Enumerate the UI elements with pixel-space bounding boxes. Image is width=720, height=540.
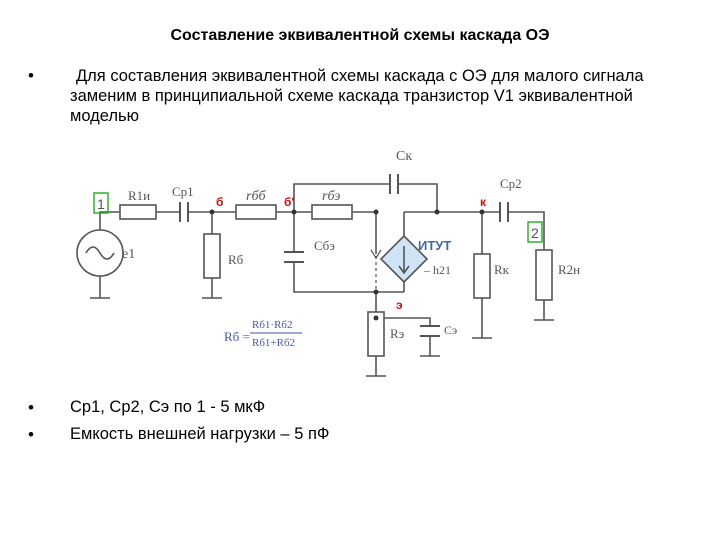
formula-denominator: Rб1+Rб2 bbox=[252, 337, 295, 349]
label-re: Rэ bbox=[390, 326, 405, 341]
bullet-marker-3: • bbox=[28, 425, 34, 444]
label-cbe: Cбэ bbox=[314, 238, 335, 253]
bullet-capacitances: Ср1, Ср2, Сэ по 1 - 5 мкФ bbox=[70, 398, 266, 416]
itut-current-source bbox=[379, 234, 429, 284]
label-e1: e1 bbox=[122, 247, 135, 262]
wire-ce-top bbox=[376, 317, 431, 326]
wire-cp2-r2n bbox=[508, 211, 545, 250]
bullet-marker-1: • bbox=[28, 66, 34, 85]
resistors bbox=[119, 204, 553, 357]
label-node-e: э bbox=[396, 298, 403, 312]
wire-ck-left bbox=[293, 183, 390, 212]
label-ce: Cэ bbox=[444, 323, 457, 337]
ac-source-e1 bbox=[76, 229, 124, 277]
resistor-rb bbox=[203, 233, 221, 279]
label-rb: Rб bbox=[228, 252, 244, 267]
wire-source-top bbox=[99, 211, 120, 230]
intro-paragraph: Для составления эквивалентной схемы каск… bbox=[70, 67, 644, 125]
resistor-r2n bbox=[535, 249, 553, 301]
capacitors bbox=[179, 174, 509, 337]
label-itut: ИТУТ bbox=[418, 238, 451, 253]
label-rbb: rбб bbox=[246, 189, 266, 204]
label-node-b: б bbox=[216, 195, 223, 209]
bullet-load-capacitance: Емкость внешней нагрузки – 5 пФ bbox=[70, 425, 330, 443]
current-direction-arrow bbox=[370, 249, 382, 290]
junction-dots bbox=[209, 209, 485, 321]
ground-symbols bbox=[90, 297, 554, 377]
label-r2n: R2н bbox=[558, 262, 580, 277]
resistor-rbb bbox=[235, 204, 277, 220]
label-rk: Rк bbox=[494, 262, 510, 277]
resistor-re bbox=[367, 311, 385, 357]
bullet-marker-2: • bbox=[28, 398, 34, 417]
port-1-box bbox=[93, 192, 109, 214]
label-ck: Cк bbox=[396, 149, 412, 164]
label-cp1: Ср1 bbox=[172, 184, 194, 199]
wire-cbe-bottom bbox=[293, 262, 376, 293]
label-cp2: Ср2 bbox=[500, 176, 522, 191]
label-h21: – h21 bbox=[423, 263, 451, 277]
label-rbe: rбэ bbox=[322, 189, 340, 204]
wire-ck-right bbox=[398, 183, 438, 212]
formula-numerator: Rб1·Rб2 bbox=[252, 319, 293, 331]
slide-title: Составление эквивалентной схемы каскада … bbox=[170, 27, 550, 44]
label-r1i: R1и bbox=[128, 188, 150, 203]
resistor-r1i bbox=[119, 204, 157, 220]
resistor-rk bbox=[473, 253, 491, 299]
formula-lhs: Rб = bbox=[224, 329, 250, 344]
label-node-b-prime: б′ bbox=[284, 195, 294, 209]
label-node-k: к bbox=[480, 195, 487, 209]
label-port-1: 1 bbox=[97, 196, 105, 212]
label-port-2: 2 bbox=[531, 225, 539, 241]
resistor-rbe bbox=[311, 204, 353, 220]
port-2-box bbox=[527, 221, 543, 243]
circuit-wires bbox=[99, 183, 545, 376]
